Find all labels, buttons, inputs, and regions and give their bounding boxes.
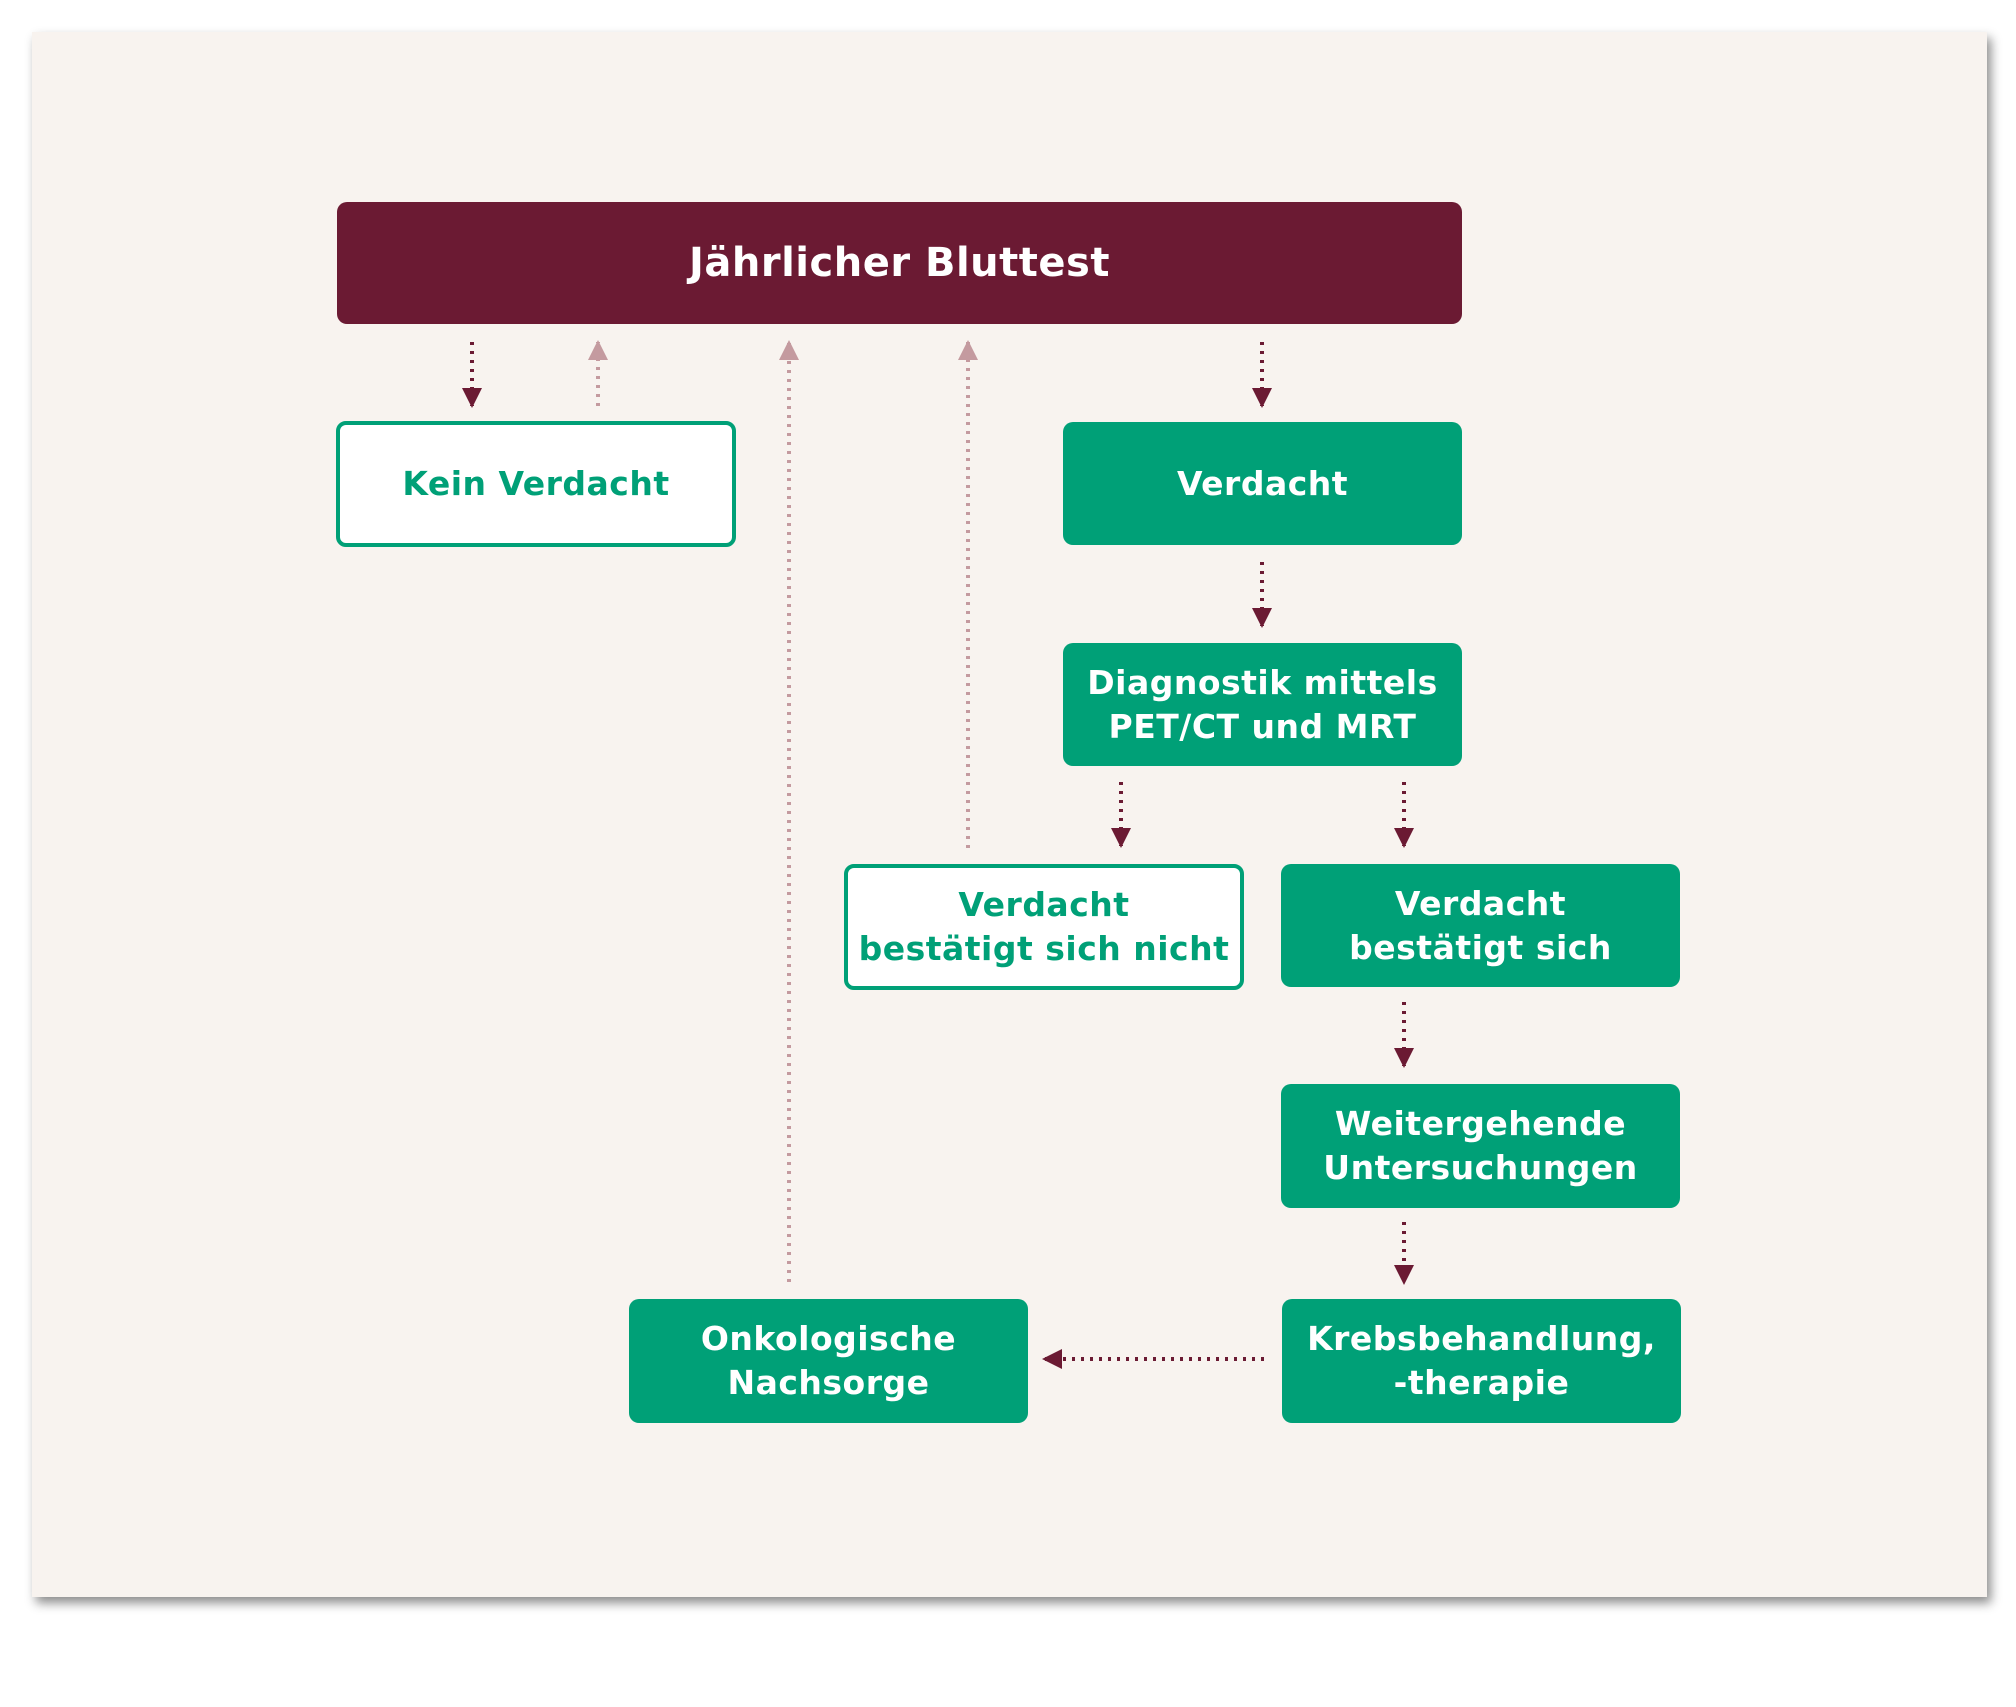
node-label: Verdacht bestätigt sich [1349, 883, 1612, 967]
node-verdacht-bestaetigt-sich-nicht: Verdacht bestätigt sich nicht [844, 864, 1244, 990]
node-label: Verdacht bestätigt sich nicht [858, 885, 1230, 968]
node-label: Diagnostik mittels PET/CT und MRT [1087, 662, 1438, 746]
node-label: Verdacht [1176, 463, 1349, 503]
connector-arrows [462, 340, 1414, 1369]
node-verdacht: Verdacht [1063, 422, 1462, 545]
node-diagnostik: Diagnostik mittels PET/CT und MRT [1063, 643, 1462, 766]
node-kein-verdacht: Kein Verdacht [336, 421, 736, 547]
node-verdacht-bestaetigt-sich: Verdacht bestätigt sich [1281, 864, 1680, 987]
node-label: Krebsbehandlung, -therapie [1307, 1319, 1656, 1402]
node-label: Jährlicher Bluttest [689, 240, 1110, 286]
node-jaehrlicher-bluttest: Jährlicher Bluttest [337, 202, 1462, 324]
node-weitergehende-untersuchungen: Weitergehende Untersuchungen [1281, 1084, 1680, 1208]
node-krebsbehandlung: Krebsbehandlung, -therapie [1282, 1299, 1681, 1423]
node-onkologische-nachsorge: Onkologische Nachsorge [629, 1299, 1028, 1423]
diagram-card: Jährlicher Bluttest Kein Verdacht Verdac… [32, 32, 1987, 1597]
node-label: Onkologische Nachsorge [700, 1319, 957, 1402]
node-label: Weitergehende Untersuchungen [1323, 1104, 1638, 1187]
node-label: Kein Verdacht [402, 464, 670, 503]
